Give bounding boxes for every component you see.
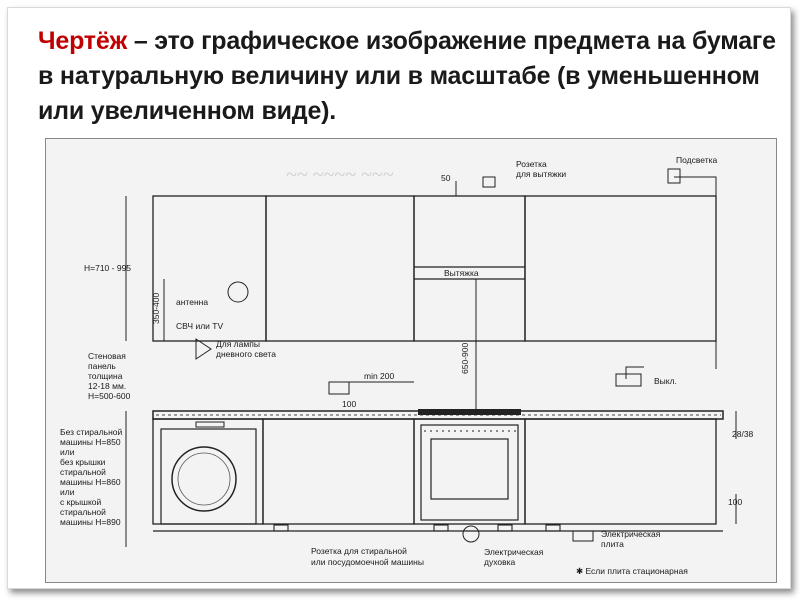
washer-panel	[195, 421, 225, 428]
oven-door	[430, 438, 509, 500]
switch-symbol	[615, 373, 642, 387]
switch-wire	[625, 366, 644, 379]
label-washer-2: машины H=850	[60, 437, 121, 447]
heading-term: Чертёж	[38, 27, 128, 55]
socket-hood-symbol	[482, 176, 496, 188]
washing-machine	[160, 421, 257, 525]
leg	[433, 524, 449, 532]
wiring	[625, 176, 717, 379]
kitchen-drawing-svg: ~~ ~~~~ ~~~	[60, 155, 754, 576]
label-electric-stove-2: плита	[601, 539, 624, 549]
legs	[273, 524, 561, 532]
label-socket-hood-1: Розетка	[516, 159, 547, 169]
hob	[418, 409, 521, 415]
label-electric-stove-1: Электрическая	[601, 529, 661, 539]
kitchen-drawing: ~~ ~~~~ ~~~	[45, 138, 777, 583]
label-electric-oven-1: Электрическая	[484, 547, 544, 557]
label-washer-10: машины H=890	[60, 517, 121, 527]
label-dim-350-400: 350-400	[151, 293, 161, 324]
label-panel-2: панель	[88, 361, 116, 371]
label-washer-4: без крышки	[60, 457, 106, 467]
label-electric-oven-2: духовка	[484, 557, 516, 567]
label-antenna: антенна	[176, 297, 208, 307]
leg	[545, 524, 561, 532]
label-washer-6: машины H=860	[60, 477, 121, 487]
upper-cabinet-right	[524, 195, 717, 342]
label-panel-5: H=500-600	[88, 391, 131, 401]
label-panel-1: Стеновая	[88, 351, 126, 361]
leg	[497, 524, 513, 532]
label-switch: Выкл.	[654, 376, 677, 386]
label-dim-100-bottom: 100	[728, 497, 742, 507]
upper-cabinet-mid	[265, 195, 415, 342]
label-stationary: ✱ Если плита стационарная	[576, 566, 688, 576]
upper-cabinets	[152, 195, 717, 342]
base-cabinet-right	[524, 418, 717, 525]
washer-door-inner	[177, 452, 231, 506]
label-lamp-2: дневного света	[216, 349, 276, 359]
backlight-wire	[674, 176, 717, 369]
heading-definition: – это графическое изображение предмета н…	[38, 27, 776, 125]
oven-body	[420, 424, 519, 521]
stove	[418, 409, 521, 521]
label-dim-28-38: 28/38	[732, 429, 754, 439]
label-mw-tv: СВЧ или TV	[176, 321, 223, 331]
label-dim-50: 50	[441, 173, 451, 183]
upper-cabinet-left	[152, 195, 267, 342]
label-panel-3: толщина	[88, 371, 123, 381]
washer-body	[160, 428, 257, 525]
label-hood: Вытяжка	[444, 268, 479, 278]
base-cabinet-mid	[262, 418, 415, 525]
label-washer-3: или	[60, 447, 75, 457]
label-panel-4: 12-18 мм.	[88, 381, 126, 391]
socket-symbol	[328, 381, 350, 395]
label-socket-washer-1: Розетка для стиральной	[311, 546, 407, 556]
dimension-lines	[125, 181, 737, 547]
sockets	[195, 168, 681, 543]
washer-door	[171, 446, 237, 512]
stove-socket-symbol	[572, 530, 594, 542]
label-socket-hood-2: для вытяжки	[516, 169, 566, 179]
label-washer-1: Без стиральной	[60, 427, 123, 437]
ghost-text: ~~ ~~~~ ~~~	[286, 164, 394, 186]
label-dim-650-900: 650-900	[460, 343, 470, 374]
lamp-symbol	[195, 338, 212, 360]
label-dim-100: 100	[342, 399, 356, 409]
label-washer-5: стиральной	[60, 467, 106, 477]
label-lamp-1: Для лампы	[216, 339, 260, 349]
washer-cabinet	[152, 418, 264, 525]
label-washer-7: или	[60, 487, 75, 497]
base-cabinets	[152, 418, 723, 532]
label-socket-washer-2: или посудомоечной машины	[311, 557, 424, 567]
label-washer-8: с крышкой	[60, 497, 102, 507]
oven-socket-symbol	[462, 525, 480, 543]
leg	[273, 524, 289, 532]
label-min-200: min 200	[364, 371, 395, 381]
antenna-symbol	[227, 281, 249, 303]
slide-heading: Чертёж – это графическое изображение пре…	[38, 24, 778, 129]
label-backlight: Подсветка	[676, 155, 718, 165]
label-washer-9: стиральной	[60, 507, 106, 517]
drawing-labels: 50 Розетка для вытяжки Подсветка H=710 -…	[60, 155, 754, 576]
backlight-symbol	[667, 168, 681, 184]
label-height-range: H=710 - 995	[84, 263, 131, 273]
